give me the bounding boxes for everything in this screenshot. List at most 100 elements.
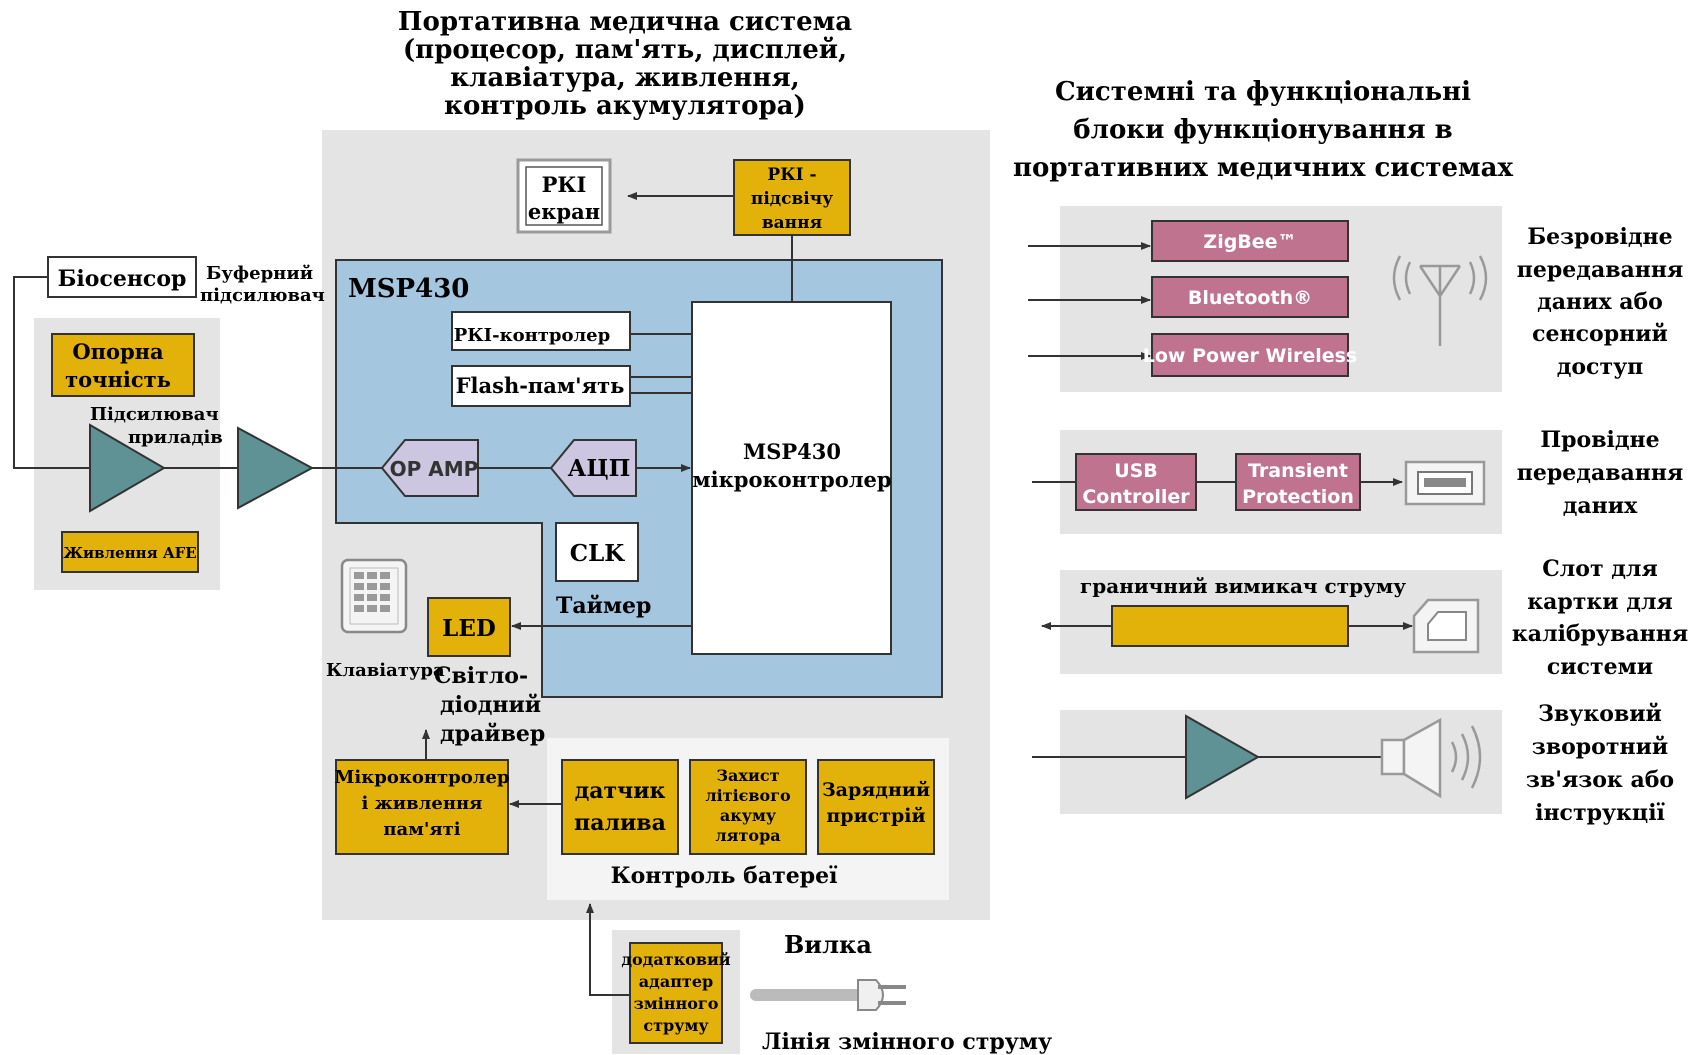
main-title-line-3: клавіатура, живлення,: [450, 63, 799, 93]
lcd-screen: [525, 166, 603, 226]
audio-caption-2: зворотний: [1532, 734, 1668, 760]
mcu-power-label-1: Мікроконтролер: [334, 767, 509, 788]
usb-controller-label-2: Controller: [1082, 486, 1190, 508]
fuel-gauge-label-1: датчик: [575, 778, 666, 804]
transient-protection-label-1: Transient: [1248, 460, 1348, 482]
lcd-backlight-label-1: РКІ -: [767, 165, 816, 185]
audio-amplifier-icon: [1185, 714, 1261, 800]
low-power-wireless-label: Low Power Wireless: [1143, 345, 1357, 367]
ac-adapter-label-2: адаптер: [639, 972, 713, 991]
speaker-icon: [1380, 717, 1482, 799]
biosensor-label: Біосенсор: [58, 266, 187, 292]
charger-label-1: Зарядний: [822, 779, 930, 801]
wireless-caption-3: даних або: [1537, 289, 1663, 315]
mcu-label-2: мікроконтролер: [692, 467, 891, 492]
li-protection-label-1: Захист: [717, 766, 780, 785]
right-title: Системні та функціональні блоки функціон…: [1013, 77, 1514, 183]
bluetooth-block: [1151, 276, 1349, 318]
op-amp-label: OP AMP: [390, 457, 479, 481]
charger-block: [817, 759, 935, 855]
mcu-label-1: MSP430: [743, 439, 841, 464]
slot-caption-1: Слот для: [1542, 556, 1657, 582]
led-label: LED: [442, 615, 496, 642]
wireless-caption-1: Безровідне: [1527, 224, 1672, 250]
usb-controller-block: [1075, 453, 1197, 511]
antenna-icon: [1392, 255, 1488, 346]
charger-label-2: пристрій: [826, 805, 925, 827]
instrumentation-amplifier-icon: [89, 423, 166, 513]
main-title-line-2: (процесор, пам'ять, дисплей,: [403, 35, 847, 65]
ac-line-label: Лінія змінного струму: [762, 1029, 1052, 1055]
current-limit-label: граничний вимикач струму: [1080, 574, 1406, 598]
lcd-backlight-label-2: підсвічу: [751, 189, 833, 209]
transient-protection-block: [1235, 453, 1361, 511]
main-title: Портативна медична система (процесор, па…: [398, 7, 852, 121]
instr-amp-label-1: Підсилювач: [90, 404, 219, 425]
led-driver-label-1: Світло-: [434, 663, 528, 689]
adapter-to-battery-arrow: [586, 903, 630, 996]
usb-port-icon: [1404, 460, 1486, 506]
transient-protection-label-2: Protection: [1242, 486, 1354, 508]
lcd-backlight-label-3: вання: [762, 213, 822, 233]
flash-block: [451, 365, 631, 407]
audio-caption-1: Звуковий: [1538, 701, 1662, 727]
led-driver-label-3: драйвер: [440, 721, 545, 747]
mcu-power-label-3: пам'яті: [383, 819, 460, 840]
msp430-label: MSP430: [348, 274, 469, 304]
right-title-line-3: портативних медичних системах: [1013, 153, 1514, 183]
right-title-line-1: Системні та функціональні: [1055, 77, 1471, 107]
buffer-amplifier-icon: [237, 426, 315, 510]
plug-icon: [750, 979, 906, 1011]
wired-caption-3: даних: [1563, 493, 1638, 519]
zigbee-label: ZigBee™: [1203, 231, 1296, 253]
main-title-line-4: контроль акумулятора): [444, 91, 806, 121]
wired-caption-1: Провідне: [1540, 427, 1659, 453]
biosensor-wire: [13, 276, 90, 469]
li-protection-label-4: лятора: [715, 826, 780, 845]
flash-label: Flash-пам'ять: [456, 373, 625, 398]
li-protection-label-3: акуму: [720, 806, 777, 825]
clk-block: [555, 522, 639, 582]
plug-label: Вилка: [784, 930, 872, 959]
afe-power-block: [61, 531, 199, 573]
ac-adapter-label-3: змінного: [634, 994, 719, 1013]
lcd-controller-label: РКІ-контролер: [454, 325, 610, 346]
reference-label-1: Опорна: [72, 339, 164, 364]
usb-controller-label-1: USB: [1114, 460, 1158, 482]
adc-label: АЦП: [568, 455, 631, 482]
right-title-line-2: блоки функціонування в: [1073, 115, 1452, 145]
wireless-caption-2: передавання: [1517, 257, 1683, 283]
buffer-amp-label-1: Буферний: [206, 263, 313, 284]
mcu-power-block: [335, 759, 509, 855]
slot-caption-2: картки для: [1527, 589, 1672, 615]
reference-label-2: точність: [65, 367, 171, 392]
battery-control-label: Контроль батереї: [611, 863, 839, 889]
led-driver-label-2: діодний: [440, 692, 541, 718]
lcd-controller-block: [451, 311, 631, 351]
main-title-line-1: Портативна медична система: [398, 7, 852, 37]
clk-label: CLK: [570, 540, 625, 567]
led-block: [427, 597, 511, 657]
biosensor-block: [47, 256, 197, 298]
wireless-caption-4: сенсорний: [1532, 321, 1668, 347]
audio-caption-3: зв'язок або: [1526, 767, 1674, 793]
keyboard-icon: [340, 558, 408, 634]
wired-caption-2: передавання: [1517, 460, 1683, 486]
fuel-gauge-block: [561, 759, 679, 855]
mcu-power-label-2: і живлення: [362, 793, 483, 814]
mcu-block: [691, 301, 892, 655]
ac-adapter-label-4: струму: [643, 1016, 709, 1035]
fuel-gauge-label-2: палива: [574, 810, 666, 836]
lcd-backlight-block: [733, 159, 851, 236]
low-power-wireless-block: [1151, 333, 1349, 377]
ac-adapter-label-1: додатковий: [621, 950, 730, 969]
ac-adapter-block: [629, 942, 723, 1044]
afe-power-label: Живлення AFE: [63, 544, 196, 562]
timer-label: Таймер: [556, 593, 651, 619]
li-protection-label-2: літієвого: [705, 786, 791, 805]
li-protection-block: [689, 759, 807, 855]
slot-caption-4: системи: [1547, 654, 1653, 680]
sd-card-slot-icon: [1412, 598, 1480, 654]
instr-amp-label-2: приладів: [128, 427, 223, 448]
buffer-amp-label-2: підсилювач: [200, 285, 325, 306]
